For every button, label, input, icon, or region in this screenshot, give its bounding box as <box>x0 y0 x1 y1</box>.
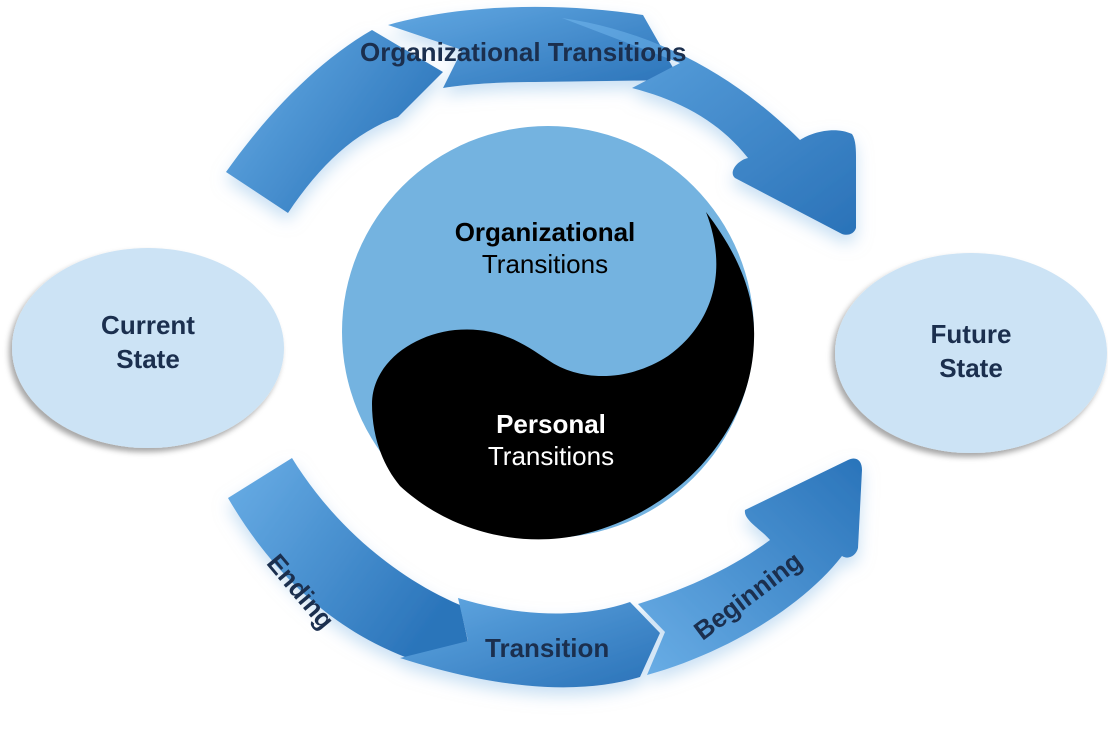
organizational-transitions-arc-label: Organizational Transitions <box>360 37 687 67</box>
personal-regular-text: Transitions <box>487 441 615 471</box>
yin-yang-circle <box>342 126 755 540</box>
transition-arrow-segment <box>400 598 660 688</box>
top-arrow-segment-1 <box>226 30 443 213</box>
current-state-label: Current State <box>48 308 248 376</box>
top-arrow-segment-3-arrowhead <box>562 18 856 235</box>
personal-bold-text: Personal <box>496 409 606 439</box>
personal-transitions-center-label: Personal Transitions <box>426 408 676 472</box>
top-arc-arrows <box>226 6 856 235</box>
future-state-node <box>835 253 1107 453</box>
future-state-line2: State <box>939 353 1003 383</box>
transition-label: Transition <box>485 633 610 663</box>
current-state-line1: Current <box>101 310 195 340</box>
organizational-bold-text: Organizational <box>454 217 636 247</box>
bottom-arc-arrows <box>228 458 862 688</box>
organizational-transitions-center-label: Organizational Transitions <box>420 216 670 280</box>
future-state-line1: Future <box>930 319 1012 349</box>
current-state-line2: State <box>116 344 180 374</box>
future-state-label: Future State <box>871 317 1071 385</box>
organizational-regular-text: Transitions <box>481 249 609 279</box>
current-state-node <box>12 248 284 448</box>
beginning-arrow-segment <box>638 458 862 675</box>
ending-arrow-segment <box>228 458 468 660</box>
personal-half <box>372 212 755 540</box>
